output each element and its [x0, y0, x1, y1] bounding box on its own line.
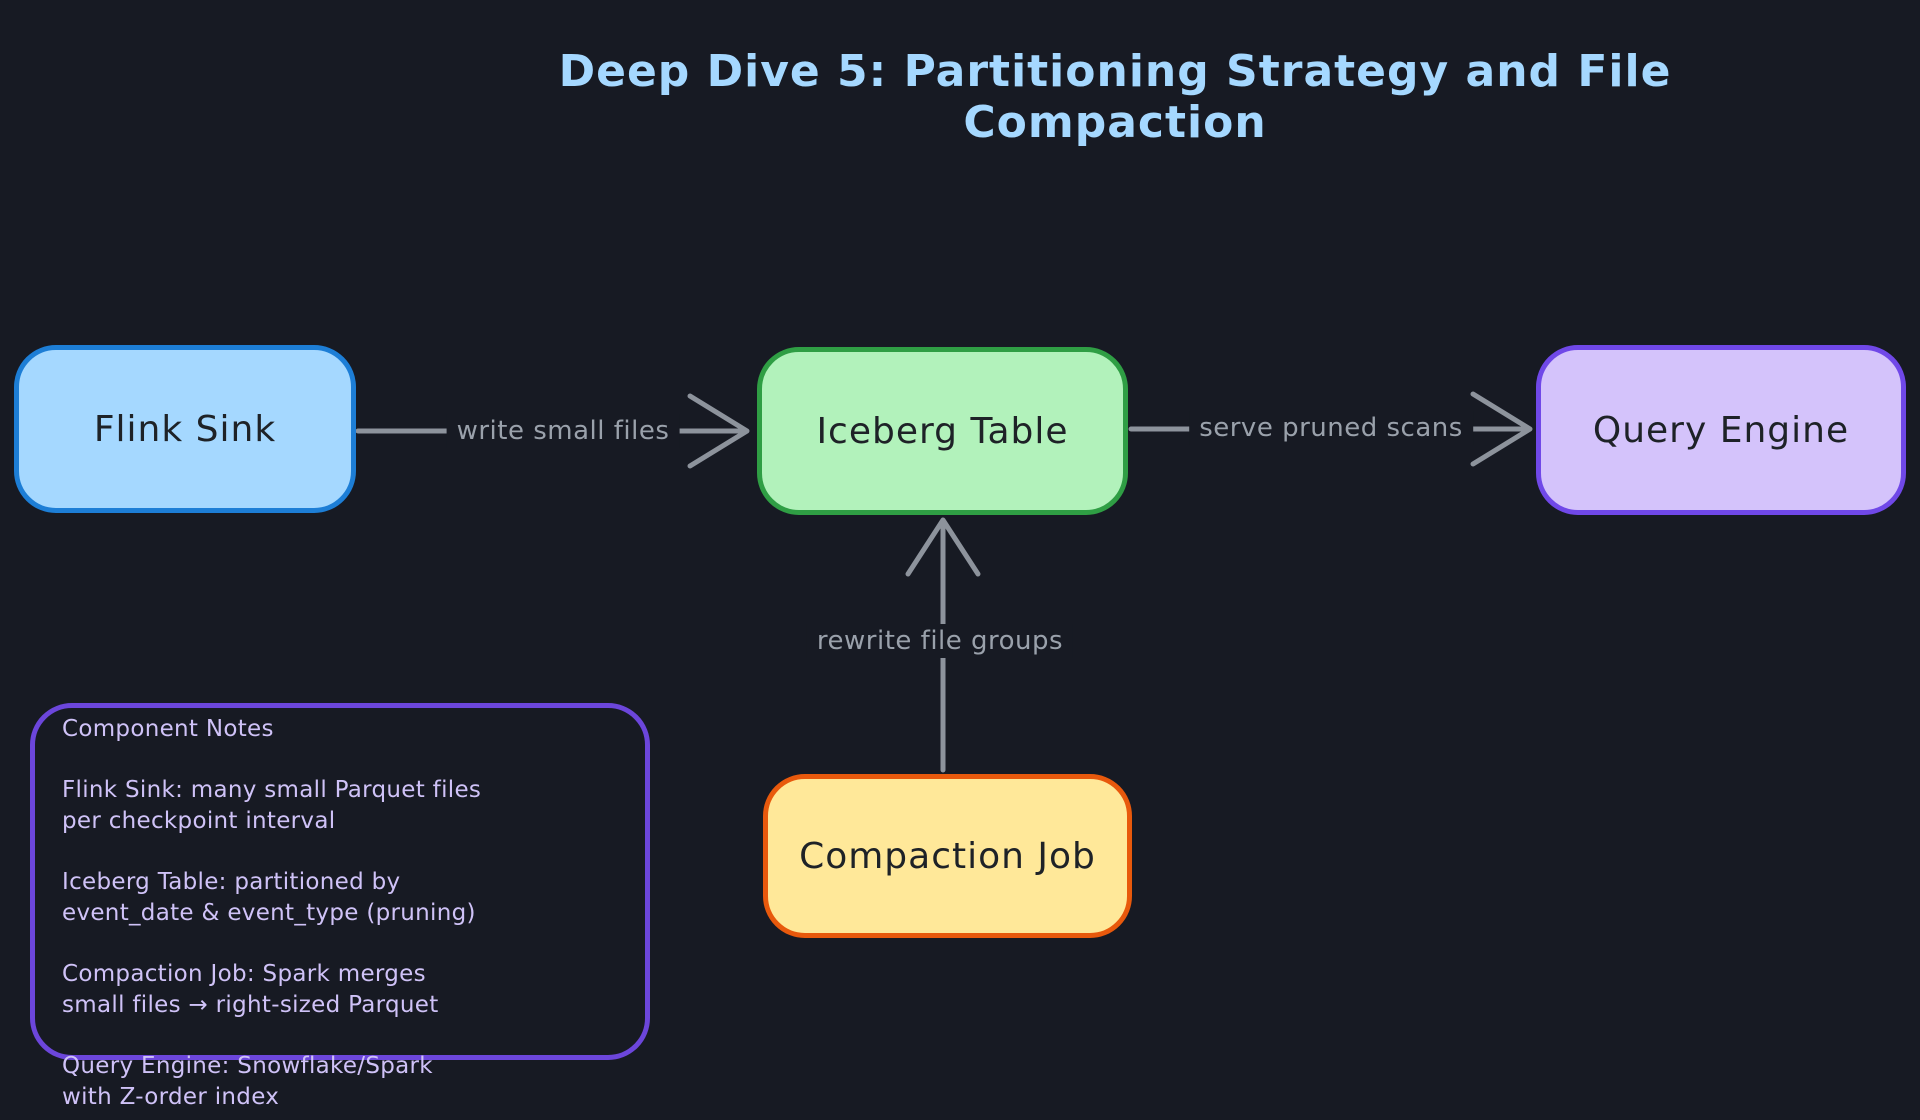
diagram-title: Deep Dive 5: Partitioning Strategy and F…	[558, 46, 1672, 148]
component-notes-text: Component Notes Flink Sink: many small P…	[62, 714, 622, 1113]
edge-label-write-small-files[interactable]: write small files	[446, 414, 680, 448]
node-query-engine[interactable]: Query Engine	[1536, 345, 1906, 515]
edge-label-serve-pruned-scans[interactable]: serve pruned scans	[1189, 411, 1473, 445]
note-query-engine: Query Engine: Snowflake/Spark with Z-ord…	[62, 1053, 433, 1110]
node-compaction-job[interactable]: Compaction Job	[763, 774, 1132, 938]
component-notes-title: Component Notes	[62, 716, 274, 742]
node-flink-sink-label: Flink Sink	[93, 408, 277, 450]
edge-label-rewrite-file-groups[interactable]: rewrite file groups	[806, 624, 1074, 658]
node-iceberg-table-label: Iceberg Table	[816, 410, 1069, 452]
node-flink-sink[interactable]: Flink Sink	[14, 345, 356, 513]
node-query-engine-label: Query Engine	[1592, 409, 1850, 451]
node-iceberg-table[interactable]: Iceberg Table	[757, 347, 1128, 515]
component-notes-box[interactable]	[30, 703, 650, 1060]
note-iceberg-table: Iceberg Table: partitioned by event_date…	[62, 869, 476, 926]
node-compaction-job-label: Compaction Job	[799, 835, 1096, 877]
note-compaction-job: Compaction Job: Spark merges small files…	[62, 961, 439, 1018]
note-flink-sink: Flink Sink: many small Parquet files per…	[62, 777, 482, 834]
